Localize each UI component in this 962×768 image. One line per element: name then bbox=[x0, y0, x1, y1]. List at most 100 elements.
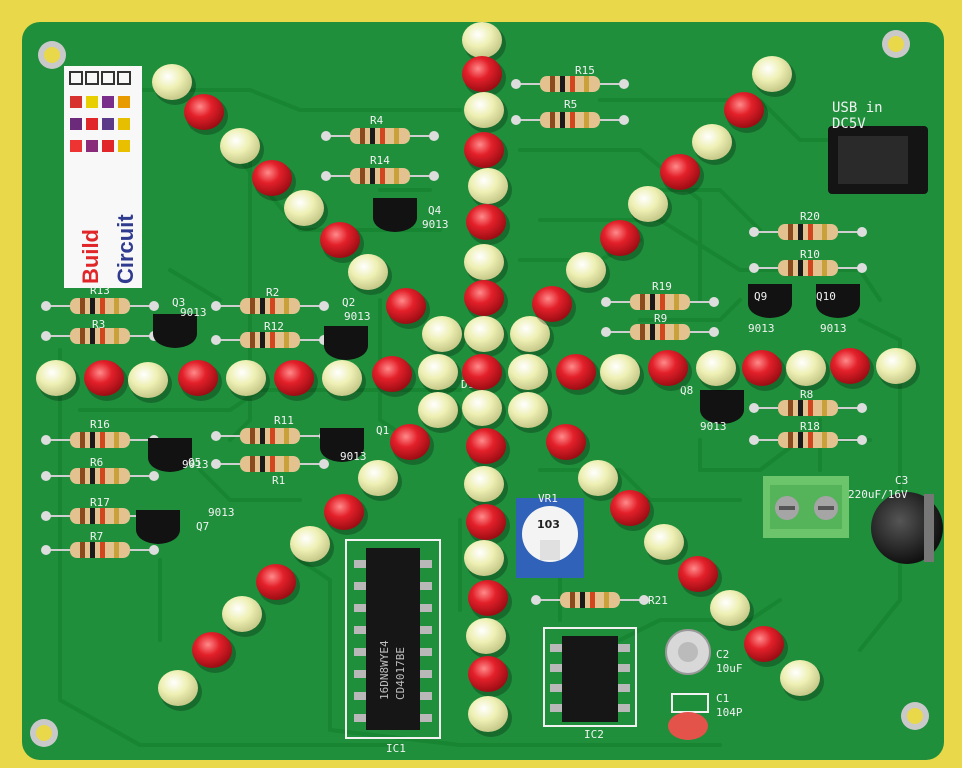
led-yellow bbox=[464, 92, 508, 133]
led-red bbox=[660, 154, 704, 195]
led-red bbox=[468, 580, 512, 621]
transistor-part: 9013 bbox=[422, 218, 449, 231]
led-red bbox=[178, 360, 222, 401]
usb-connector: USB in DC5V bbox=[828, 100, 928, 194]
led-yellow bbox=[464, 466, 508, 507]
led-red bbox=[724, 92, 768, 133]
c2-label: C2 bbox=[716, 648, 729, 661]
led-red bbox=[390, 424, 434, 465]
led-yellow bbox=[464, 316, 508, 357]
led-red bbox=[466, 204, 510, 245]
led-red bbox=[466, 504, 510, 545]
led-yellow bbox=[220, 128, 264, 169]
resistor: R4 bbox=[321, 114, 439, 144]
led-red bbox=[830, 348, 874, 389]
ic2-chip: IC2 bbox=[543, 627, 637, 741]
resistor: R12 bbox=[211, 320, 329, 348]
ic1-label: IC1 bbox=[386, 742, 406, 755]
transistor-part: 9013 bbox=[208, 506, 235, 519]
led-yellow bbox=[358, 460, 402, 501]
led-red bbox=[324, 494, 368, 535]
led-yellow bbox=[628, 186, 672, 227]
resistor-label: R11 bbox=[274, 414, 294, 427]
potentiometer-vr1: 103 VR1 bbox=[516, 492, 584, 578]
resistor-label: R15 bbox=[575, 64, 595, 77]
resistor-label: R18 bbox=[800, 420, 820, 433]
led-yellow bbox=[692, 124, 736, 165]
led-red bbox=[372, 356, 416, 397]
led-yellow bbox=[696, 350, 740, 391]
led-yellow bbox=[226, 360, 270, 401]
led-yellow bbox=[876, 348, 920, 389]
ic1-chip: 16DN8WYE4 CD4017BE IC1 bbox=[345, 539, 441, 755]
led-yellow bbox=[468, 696, 512, 737]
leds bbox=[36, 22, 920, 737]
led-red bbox=[464, 132, 508, 173]
resistor-label: R3 bbox=[92, 318, 105, 331]
resistor-label: R4 bbox=[370, 114, 384, 127]
transistor-part: 9013 bbox=[180, 306, 207, 319]
led-red bbox=[744, 626, 788, 667]
resistor-label: R9 bbox=[654, 312, 667, 325]
transistor-label: Q5 bbox=[188, 456, 201, 469]
resistor-label: R16 bbox=[90, 418, 110, 431]
led-yellow bbox=[468, 168, 512, 209]
resistor-label: R14 bbox=[370, 154, 390, 167]
resistor: R8 bbox=[749, 388, 867, 416]
capacitor-c2: C2 10uF bbox=[665, 629, 743, 675]
transistor-label: Q3 bbox=[172, 296, 185, 309]
transistor-label: Q1 bbox=[376, 424, 389, 437]
resistor: R10 bbox=[749, 248, 867, 276]
led-yellow bbox=[322, 360, 366, 401]
led-yellow bbox=[466, 618, 510, 659]
led-yellow bbox=[710, 590, 754, 631]
led-yellow bbox=[152, 64, 196, 105]
resistor: R9 bbox=[601, 312, 719, 340]
transistor-label: Q8 bbox=[680, 384, 693, 397]
usb-label: USB in bbox=[832, 100, 883, 116]
led-red bbox=[546, 424, 590, 465]
pot-value: 103 bbox=[537, 518, 560, 531]
led-red bbox=[84, 360, 128, 401]
screw-terminal bbox=[763, 476, 849, 538]
led-red bbox=[192, 632, 236, 673]
led-yellow bbox=[158, 670, 202, 711]
resistor-label: R10 bbox=[800, 248, 820, 261]
led-yellow bbox=[422, 316, 466, 357]
led-yellow bbox=[418, 392, 462, 433]
led-red bbox=[462, 56, 506, 97]
led-yellow bbox=[510, 316, 554, 357]
resistor: R15 bbox=[511, 64, 629, 92]
resistor-label: R20 bbox=[800, 210, 820, 223]
brand-word-build: Build bbox=[78, 229, 103, 284]
led-red bbox=[386, 288, 430, 329]
ic2-label: IC2 bbox=[584, 728, 604, 741]
led-red bbox=[462, 354, 506, 395]
resistor: R13 bbox=[41, 284, 159, 314]
led-yellow bbox=[284, 190, 328, 231]
resistor-label: R13 bbox=[90, 284, 110, 297]
capacitor-c1: C1 104P bbox=[668, 692, 743, 740]
transistor-label: Q10 bbox=[816, 290, 836, 303]
led-yellow bbox=[128, 362, 172, 403]
resistor-label: R1 bbox=[272, 474, 285, 487]
c3-label: C3 bbox=[895, 474, 908, 487]
resistor: R21 bbox=[531, 592, 668, 608]
c1-value: 104P bbox=[716, 706, 743, 719]
resistor: R20 bbox=[749, 210, 867, 240]
resistor: R16 bbox=[41, 418, 159, 448]
c1-label: C1 bbox=[716, 692, 729, 705]
led-yellow bbox=[348, 254, 392, 295]
resistor-label: R7 bbox=[90, 530, 103, 543]
resistor: R18 bbox=[749, 420, 867, 448]
resistor: R1 bbox=[211, 456, 329, 487]
led-yellow bbox=[508, 392, 552, 433]
resistors: R15R5R4R14R13R3R2R12R11R1R16R6R17R7R19R9… bbox=[41, 64, 867, 608]
led-yellow bbox=[462, 390, 506, 431]
transistor-part: 9013 bbox=[182, 458, 209, 471]
